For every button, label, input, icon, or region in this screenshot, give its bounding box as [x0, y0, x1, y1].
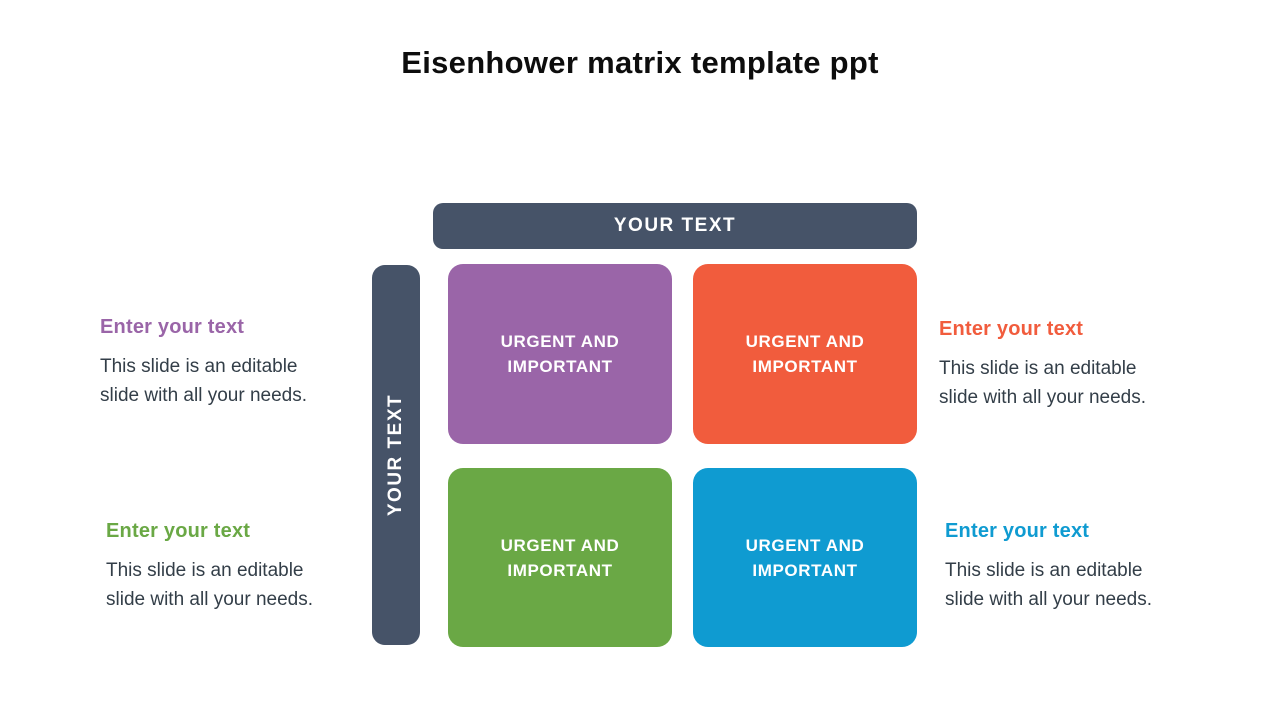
top-axis-bar[interactable]: YOUR TEXT: [433, 203, 917, 249]
annotation-body: This slide is an editable slide with all…: [939, 358, 1146, 408]
quadrant-label: URGENT AND IMPORTANT: [500, 332, 620, 376]
quadrant-top-left[interactable]: URGENT AND IMPORTANT: [448, 264, 672, 444]
page-title[interactable]: Eisenhower matrix template ppt: [401, 45, 879, 80]
quadrant-top-right[interactable]: URGENT AND IMPORTANT: [693, 264, 917, 444]
annotation-left-bottom[interactable]: Enter your text This slide is an editabl…: [106, 520, 344, 614]
annotation-right-top[interactable]: Enter your text This slide is an editabl…: [939, 318, 1177, 412]
left-axis-label: YOUR TEXT: [385, 393, 407, 517]
annotation-heading: Enter your text: [939, 318, 1084, 340]
quadrant-bottom-left[interactable]: URGENT AND IMPORTANT: [448, 468, 672, 647]
annotation-right-bottom[interactable]: Enter your text This slide is an editabl…: [945, 520, 1183, 614]
top-axis-label: YOUR TEXT: [613, 215, 737, 236]
quadrant-label: URGENT AND IMPORTANT: [745, 332, 865, 376]
quadrant-bottom-right[interactable]: URGENT AND IMPORTANT: [693, 468, 917, 647]
quadrant-label: URGENT AND IMPORTANT: [500, 535, 620, 580]
annotation-heading: Enter your text: [945, 520, 1090, 542]
annotation-heading: Enter your text: [100, 316, 245, 338]
annotation-body: This slide is an editable slide with all…: [100, 356, 307, 406]
annotation-body: This slide is an editable slide with all…: [106, 560, 313, 610]
annotation-left-top[interactable]: Enter your text This slide is an editabl…: [100, 316, 338, 410]
left-axis-bar[interactable]: YOUR TEXT: [372, 265, 420, 645]
annotation-body: This slide is an editable slide with all…: [945, 560, 1152, 610]
annotation-heading: Enter your text: [106, 520, 251, 542]
quadrant-label: URGENT AND IMPORTANT: [745, 535, 865, 580]
